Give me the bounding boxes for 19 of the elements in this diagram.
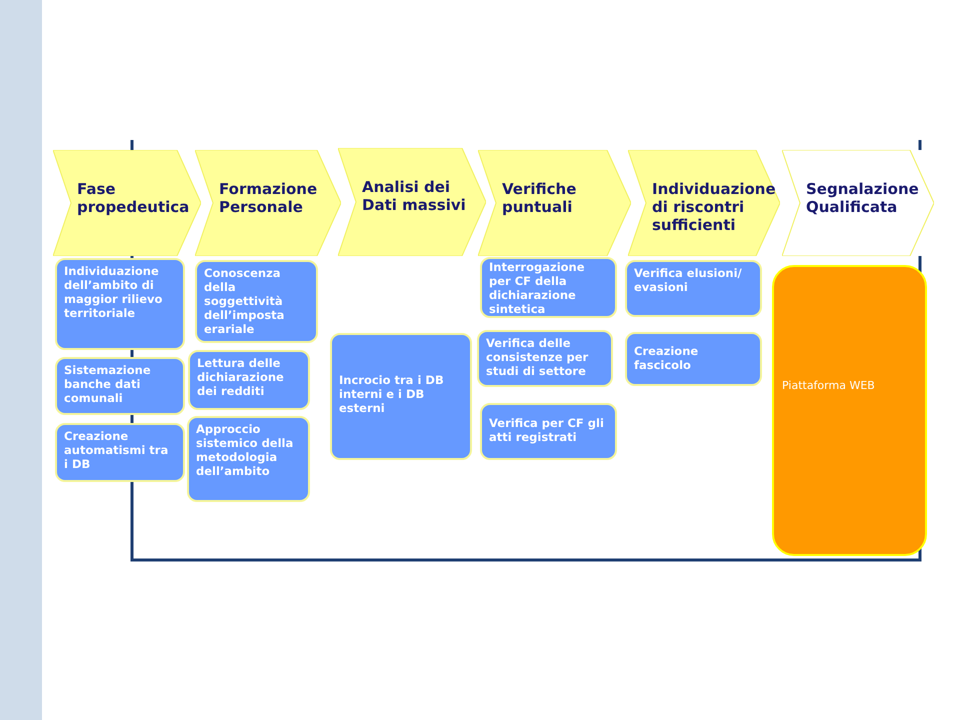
process-box: Creazione fascicolo: [625, 332, 762, 386]
platform-box: Piattaforma WEB: [772, 265, 927, 556]
process-box: Verifica elusioni/ evasioni: [625, 260, 762, 317]
process-box: Sistemazione banche dati comunali: [55, 357, 185, 415]
process-box: Verifica delle consistenze per studi di settore: [477, 330, 613, 387]
phase-header: Analisi dei Dati massivi: [338, 148, 486, 256]
phase-header: Individuazione di riscontri sufficienti: [628, 150, 780, 256]
process-box: Individuazione dell’ambito di maggior rilievo territoriale: [55, 258, 185, 350]
process-box: Conoscenza della soggettività dell’imposta erariale: [195, 260, 318, 343]
phase-header: Verifiche puntuali: [478, 150, 631, 256]
phase-header: Formazione Personale: [195, 150, 341, 256]
phase-header: Segnalazione Qualificata: [782, 150, 934, 256]
process-box: Creazione automatismi tra i DB: [55, 423, 185, 482]
process-box: Approccio sistemico della metodologia dell’ambito: [187, 416, 310, 502]
process-box: Incrocio tra i DB interni e i DB esterni: [330, 333, 472, 460]
phase-header: Fase propedeutica: [53, 150, 201, 256]
process-box: Verifica per CF gli atti registrati: [480, 403, 617, 460]
process-box: Interrogazione per CF della dichiarazione sintetica: [480, 257, 617, 318]
process-box: Lettura delle dichiarazione dei redditi: [188, 350, 310, 410]
